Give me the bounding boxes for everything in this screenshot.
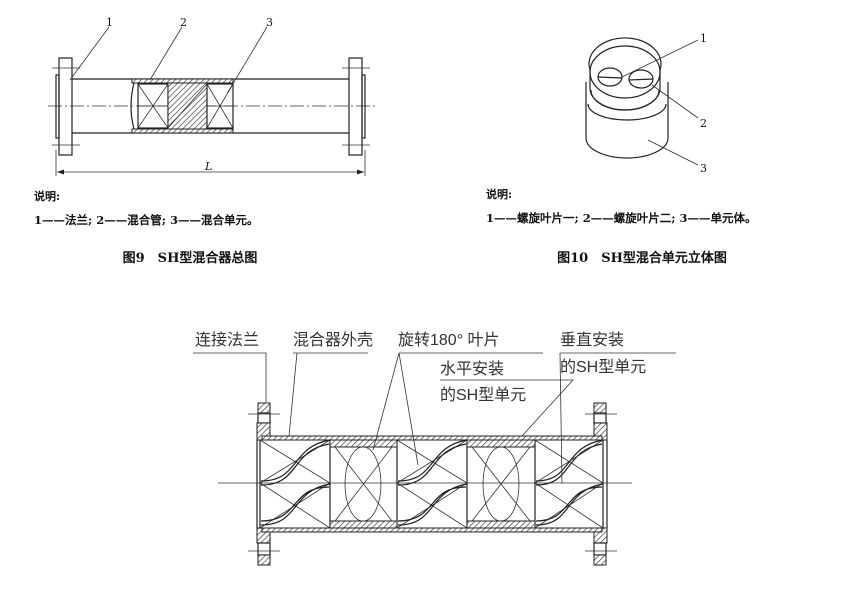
mixer-shell [256, 435, 608, 533]
callout-3: 3 [700, 162, 707, 175]
figure-caption: 图9 SH型混合器总图 [123, 250, 258, 266]
label-vertical-line2: 的SH型单元 [560, 358, 646, 376]
label-vertical-line1: 垂直安装 [560, 331, 624, 349]
callout-leaders [69, 26, 268, 93]
right-flange [342, 57, 370, 156]
label-horizontal-line2: 的SH型单元 [440, 386, 526, 404]
dimension-label: L [204, 160, 212, 173]
fig9-mixer-assembly: 1 2 3 L 说明: 1——法兰; 2——混合管; 3——混合单元。 图9 S… [34, 16, 378, 266]
left-flange [52, 57, 80, 156]
label-mixer-shell: 混合器外壳 [293, 331, 373, 349]
legend-text: 1——螺旋叶片一; 2——螺旋叶片二; 3——单元体。 [486, 211, 757, 225]
legend-title: 说明: [486, 187, 512, 201]
callout-leaders [619, 39, 699, 166]
length-dimension [55, 150, 366, 176]
label-connecting-flange: 连接法兰 [195, 331, 259, 349]
callout-2: 2 [180, 16, 187, 29]
label-leaders [193, 352, 676, 484]
unit-body [585, 37, 669, 159]
fig-bottom-sectional-view: 连接法兰 混合器外壳 旋转180° 叶片 水平安装 的SH型单元 垂直安装 的S… [193, 331, 676, 566]
callout-1: 1 [700, 32, 707, 45]
label-rotating-blade: 旋转180° 叶片 [398, 331, 500, 349]
fig10-mixing-unit-3d: 1 2 3 说明: 1——螺旋叶片一; 2——螺旋叶片二; 3——单元体。 图1… [486, 32, 757, 266]
vertical-sh-units [329, 439, 536, 529]
callout-3: 3 [266, 16, 273, 29]
left-flange [248, 402, 280, 566]
callout-1: 1 [106, 16, 113, 29]
horizontal-sh-units [259, 439, 604, 529]
spiral-blades [597, 67, 654, 89]
legend-text: 1——法兰; 2——混合管; 3——混合单元。 [34, 213, 259, 227]
callout-2: 2 [700, 117, 707, 130]
mixing-units [130, 82, 234, 130]
label-horizontal-line1: 水平安装 [440, 360, 504, 378]
legend-title: 说明: [34, 189, 60, 203]
figure-caption: 图10 SH型混合单元立体图 [557, 250, 727, 266]
